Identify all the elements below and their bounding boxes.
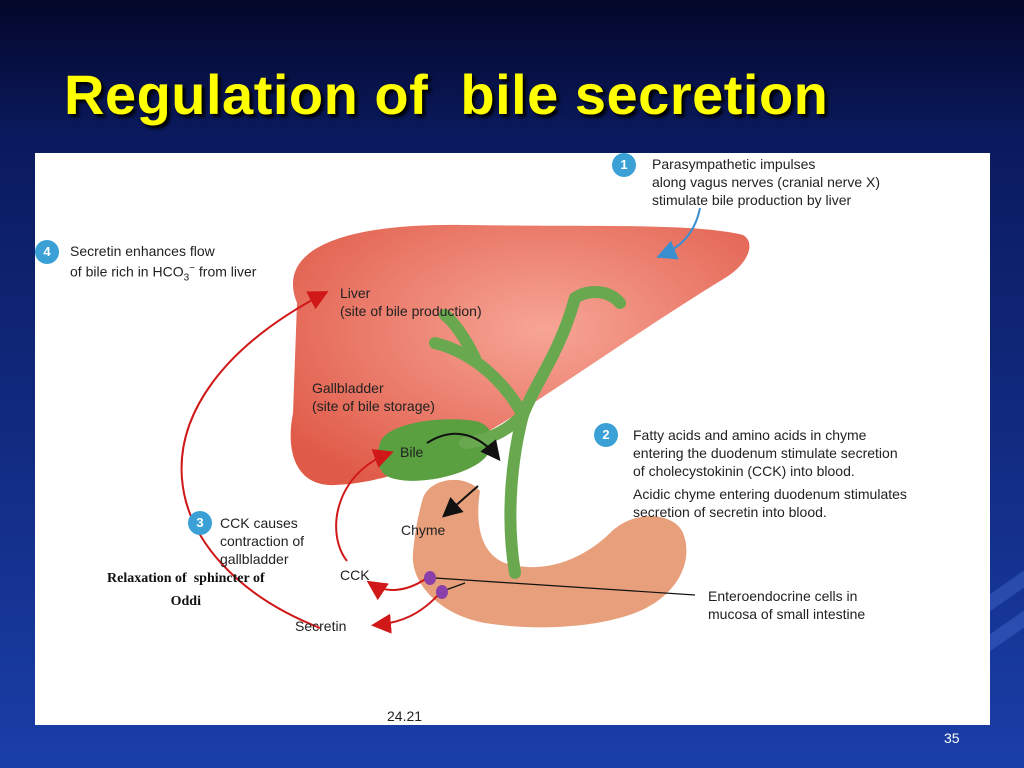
step-2-text-secondary: Acidic chyme entering duodenum stimulate… [633,486,907,520]
liver-label: Liver (site of bile production) [340,285,482,319]
cck-label: CCK [340,567,370,583]
secretin-release-arrow [371,592,441,634]
cck-release-arrow [366,577,428,601]
step-4-subscript: 3 [183,272,190,284]
enteroendocrine-label: Enteroendocrine cells in mucosa of small… [708,588,866,622]
step-3-text: CCK causes contraction of gallbladder [220,515,305,567]
step-4-line1: Secretin enhances flow [70,243,215,259]
diagram-panel: 1 Parasympathetic impulses along vagus n… [35,153,990,725]
bile-ducts [429,286,626,579]
step-badge-1: 1 [612,153,636,177]
enteroendocrine-pointer [434,577,696,596]
step-4-line2-post: from liver [195,263,257,280]
step-2-text: Fatty acids and amino acids in chyme ent… [633,427,898,479]
secretin-label: Secretin [295,618,347,634]
sphincter-annotation: Relaxation of sphincter of Oddi [107,571,265,609]
step-badge-2: 2 [594,423,618,447]
slide-number: 35 [944,730,960,746]
liver-shape [290,224,750,486]
secretin-to-liver-arrow [180,291,329,629]
step-4-superscript: − [189,263,195,274]
slide-title: Regulation of bile secretion [64,63,829,126]
step-4-line2-pre: of bile rich in HCO [70,263,184,280]
nerve-arrow [656,207,701,260]
figure-number: 24.21 [387,708,423,724]
bile-diagram [180,207,750,634]
enteroendocrine-cell [436,585,448,599]
step-badge-4: 4 [35,240,59,264]
step-badge-3: 3 [188,511,212,535]
bile-label: Bile [400,444,424,460]
bile-flow-arrow [426,432,501,462]
cck-to-gallbladder-arrow [335,449,394,562]
gallbladder-label: Gallbladder (site of bile storage) [312,380,435,414]
enteroendocrine-cell [424,571,436,585]
step-1-text: Parasympathetic impulses along vagus ner… [652,156,881,208]
chyme-arrow [441,485,479,518]
chyme-label: Chyme [401,522,446,538]
step-4-text: Secretin enhances flow of bile rich in HC… [70,242,256,287]
